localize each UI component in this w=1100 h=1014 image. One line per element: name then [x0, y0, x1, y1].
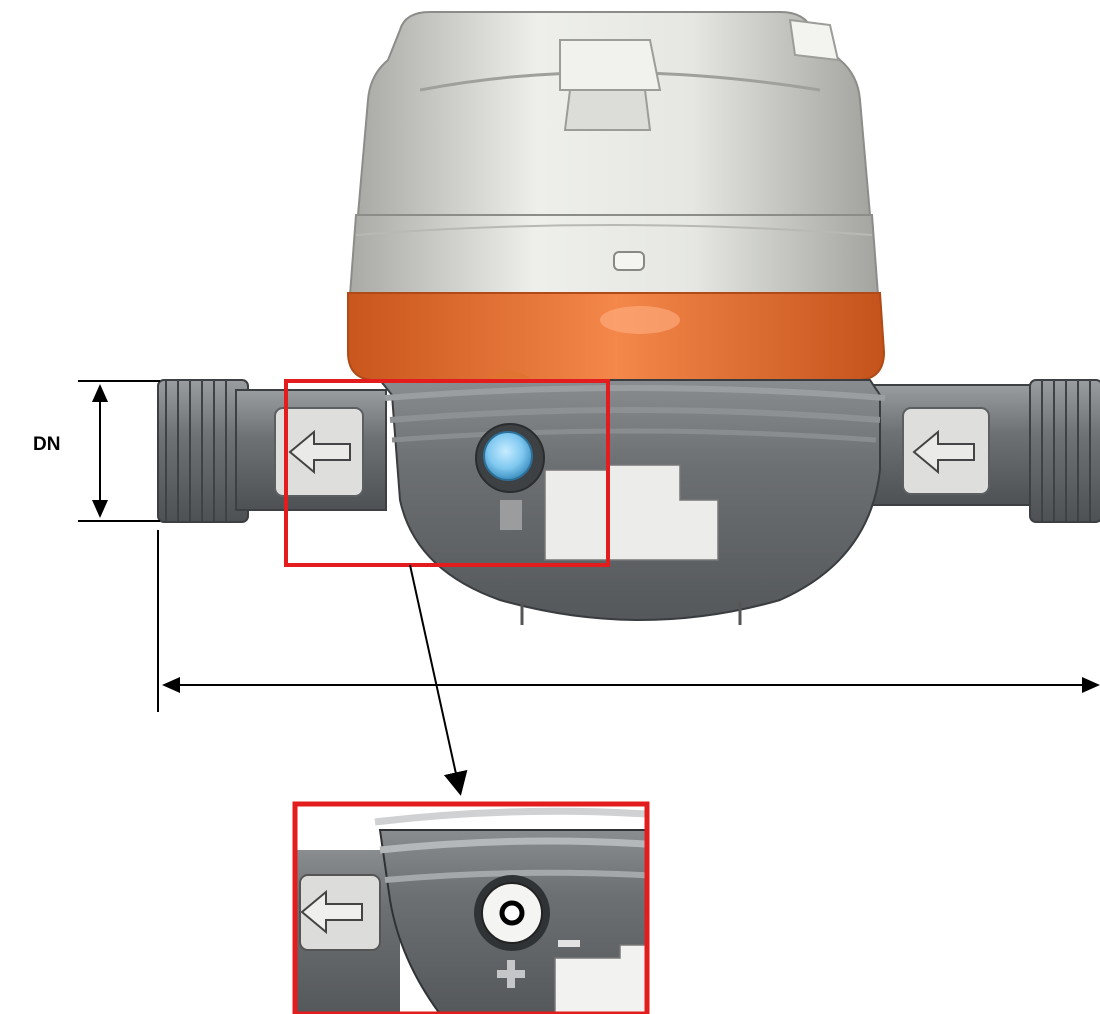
detail-inset-frame [292, 801, 650, 1014]
flow-direction-arrow-icon [902, 407, 990, 495]
orange-ring [347, 292, 886, 381]
meter-cap [356, 11, 872, 216]
adjustment-screw-icon [474, 875, 550, 951]
cap-latch-icon [613, 251, 645, 271]
highlight-frame [284, 379, 610, 567]
dn-dimension [78, 380, 160, 522]
minus-icon [558, 940, 580, 947]
flow-direction-arrow-icon [300, 889, 363, 935]
adjustment-screw-icon [475, 423, 545, 493]
plus-icon [497, 960, 525, 988]
meter-cap-lower [348, 214, 880, 296]
callout-pointer [409, 564, 468, 796]
length-dimension [157, 530, 1100, 712]
dn-label: DN [33, 434, 60, 455]
detail-inset [292, 801, 650, 1014]
plus-icon [500, 500, 522, 530]
flow-direction-arrow-icon [274, 407, 364, 497]
